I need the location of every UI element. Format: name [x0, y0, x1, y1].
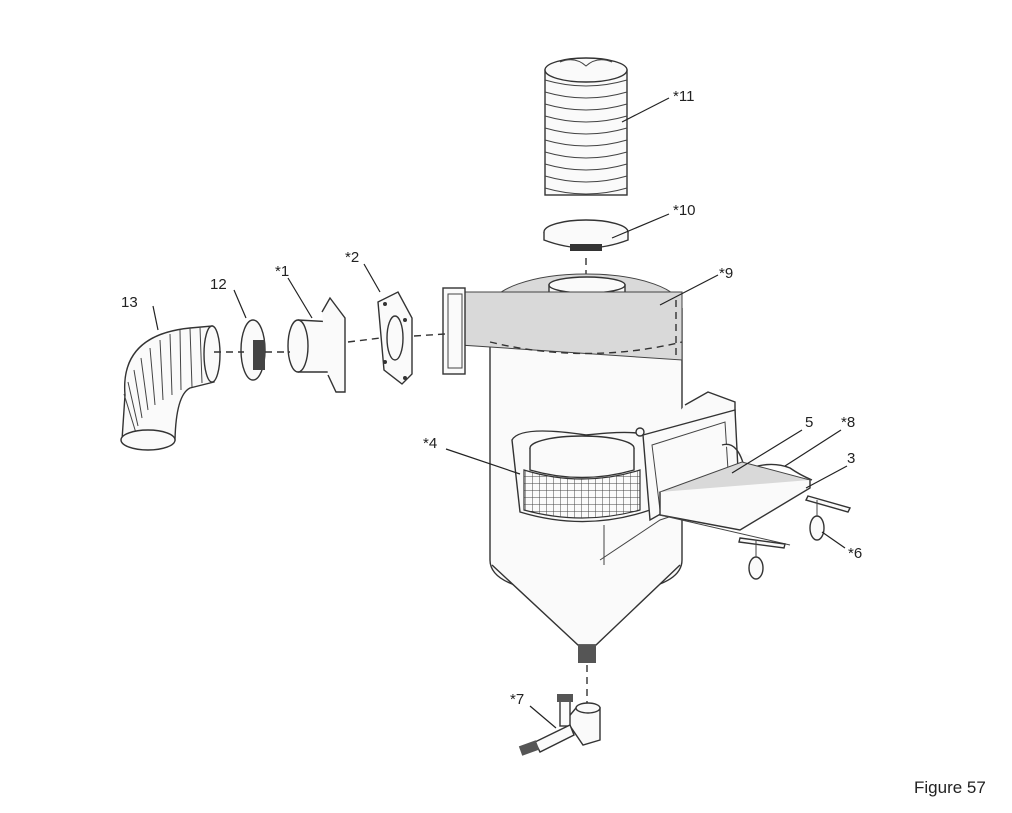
- label-6: *6: [848, 545, 862, 562]
- label-2: *2: [345, 249, 359, 266]
- label-7: *7: [510, 691, 524, 708]
- part-4-filter-cartridge: [523, 435, 641, 519]
- leader-lines: [152, 97, 848, 729]
- label-1: *1: [275, 263, 289, 280]
- label-13: 13: [121, 294, 138, 311]
- label-8: *8: [841, 414, 855, 431]
- label-12: 12: [210, 276, 227, 293]
- label-5: 5: [805, 414, 813, 431]
- part-8-door-seal: [721, 443, 813, 481]
- part-12-hose-clamp: [240, 319, 266, 381]
- part-7-drain-valve: [518, 694, 601, 756]
- part-5-door-panel: [658, 461, 812, 546]
- part-1-adapter: [287, 296, 346, 393]
- label-4: *4: [423, 435, 437, 452]
- label-11: *11: [673, 88, 694, 105]
- part-10-hose-clamp-top: [543, 219, 629, 251]
- part-11-flex-hose-top: [544, 57, 628, 196]
- dash-line-left: [214, 333, 446, 353]
- label-9: *9: [719, 265, 733, 282]
- part-13-flex-hose-elbow: [120, 325, 221, 451]
- part-9-separator-body: [442, 273, 683, 663]
- part-6-latch: [738, 495, 852, 580]
- part-2-flange-gasket: [377, 291, 413, 385]
- label-10: *10: [673, 202, 696, 219]
- figure-caption: Figure 57: [914, 778, 986, 797]
- label-3: 3: [847, 450, 855, 467]
